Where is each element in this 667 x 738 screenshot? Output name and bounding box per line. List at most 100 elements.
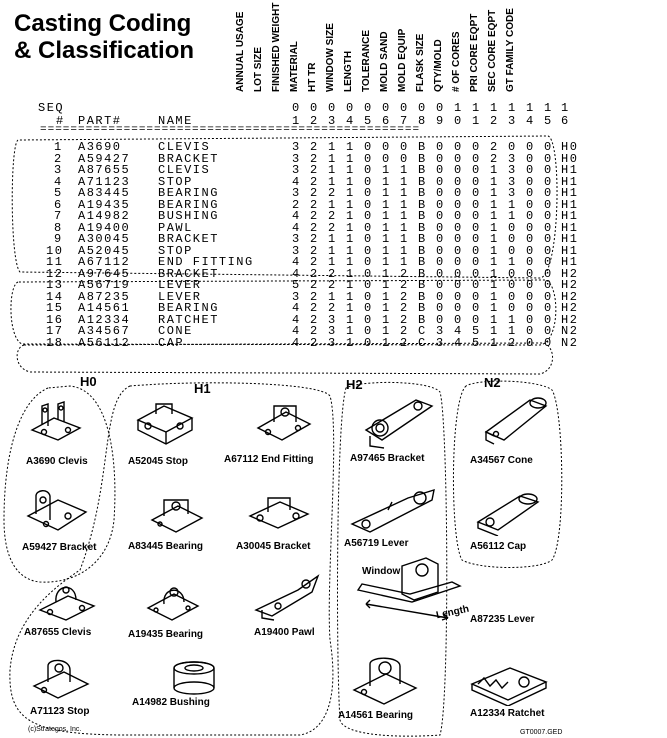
digit-ones: 8 xyxy=(418,114,427,128)
column-header: SEC CORE EQPT xyxy=(487,9,498,92)
row-code: H1 xyxy=(561,186,579,200)
column-header: HT TR xyxy=(307,62,318,92)
row-code: H1 xyxy=(561,232,579,246)
row-code: 0 xyxy=(364,335,373,350)
digit-tens: 1 xyxy=(454,101,463,115)
caption-a67112: A67112 End Fitting xyxy=(224,454,314,465)
file-code-text: GT0007.GED xyxy=(520,729,563,736)
digit-ones: 3 xyxy=(508,114,517,128)
page-title: Casting Coding & Classification xyxy=(14,10,194,64)
digit-tens: 1 xyxy=(526,101,535,115)
row-code: 3 xyxy=(436,335,445,350)
row-code: H1 xyxy=(561,243,579,258)
title-line-2: & Classification xyxy=(14,37,195,64)
digit-ones: 2 xyxy=(310,114,319,128)
row-code: N2 xyxy=(561,324,579,338)
digit-ones: 4 xyxy=(346,114,355,128)
caption-a59427: A59427 Bracket xyxy=(22,542,97,553)
row-code: H1 xyxy=(561,255,579,269)
column-header: LOT SIZE xyxy=(253,47,264,92)
row-code: H2 xyxy=(561,312,579,327)
column-header: GT FAMILY CODE xyxy=(505,8,516,92)
column-header: MATERIAL xyxy=(289,41,300,92)
digit-tens: 0 xyxy=(436,101,445,115)
bearing-a14561-drawing xyxy=(352,657,418,705)
caption-a56112: A56112 Cap xyxy=(470,541,527,552)
column-header: # OF CORES xyxy=(451,31,462,92)
caption-a52045: A52045 Stop xyxy=(128,456,189,467)
caption-a56719: A56719 Lever xyxy=(344,538,409,549)
row-code: 2 xyxy=(508,335,517,350)
clevis-a3690-drawing xyxy=(30,401,82,441)
row-code: 1 xyxy=(382,335,391,350)
digit-ones: 1 xyxy=(292,114,301,128)
caption-a19400: A19400 Pawl xyxy=(254,627,315,638)
digit-tens: 0 xyxy=(346,101,355,115)
digit-ones: 3 xyxy=(328,114,337,128)
group-label-h0: H0 xyxy=(80,374,97,389)
caption-a97465: A97465 Bracket xyxy=(350,453,425,464)
caption-a71123: A71123 Stop xyxy=(30,706,90,717)
title-line-1: Casting Coding xyxy=(14,10,192,37)
caption-a19435: A19435 Bearing xyxy=(128,629,204,640)
row-code: N2 xyxy=(561,335,579,350)
digit-tens: 0 xyxy=(328,101,337,115)
digit-ones: 1 xyxy=(472,114,481,128)
digit-tens: 0 xyxy=(292,101,301,115)
row-code: H1 xyxy=(561,209,579,223)
clevis-a87655-drawing xyxy=(38,586,96,621)
bracket-a30045-drawing xyxy=(248,497,310,529)
caption-a83445: A83445 Bearing xyxy=(128,541,204,552)
digit-ones: 9 xyxy=(436,114,445,128)
lever-a56719-drawing xyxy=(350,488,435,533)
caption-a87655: A87655 Clevis xyxy=(24,627,92,638)
digit-tens: 0 xyxy=(382,101,391,115)
row-name: CAP xyxy=(158,335,185,350)
column-header: MOLD SAND xyxy=(379,31,390,92)
digit-ones: 0 xyxy=(454,114,463,128)
caption-a30045: A30045 Bracket xyxy=(236,541,311,552)
digit-ones: 6 xyxy=(561,114,570,128)
row-code: C xyxy=(418,335,427,350)
row-code: 0 xyxy=(544,335,553,350)
bushing-a14982-drawing xyxy=(173,661,215,695)
column-header: ANNUAL USAGE xyxy=(235,11,246,92)
ratchet-a12334-drawing xyxy=(470,667,548,706)
column-header: MOLD EQUIP xyxy=(397,28,408,92)
pawl-a19400-drawing xyxy=(254,574,320,621)
cone-a34567-drawing xyxy=(484,397,548,445)
table-divider: ========================================… xyxy=(40,124,421,136)
bearing-a19435-drawing xyxy=(146,587,200,621)
digit-tens: 1 xyxy=(561,101,570,115)
row-code: H1 xyxy=(561,220,579,235)
stop-a71123-drawing xyxy=(32,659,90,699)
caption-a34567: A34567 Cone xyxy=(470,455,533,466)
group-label-h2: H2 xyxy=(346,377,363,392)
digit-tens: 0 xyxy=(418,101,427,115)
row-code: 2 xyxy=(400,335,409,350)
caption-a87235: A87235 Lever xyxy=(470,614,535,625)
column-header: QTY/MOLD xyxy=(433,39,444,92)
row-code: H2 xyxy=(561,289,579,304)
row-code: H2 xyxy=(561,301,579,315)
bracket-a59427-drawing xyxy=(26,490,88,531)
column-header: WINDOW SIZE xyxy=(325,23,336,92)
digit-ones: 6 xyxy=(382,114,391,128)
digit-tens: 1 xyxy=(472,101,481,115)
row-code: 4 xyxy=(454,335,463,350)
row-code: H1 xyxy=(561,163,579,177)
num-label: # xyxy=(56,114,65,128)
